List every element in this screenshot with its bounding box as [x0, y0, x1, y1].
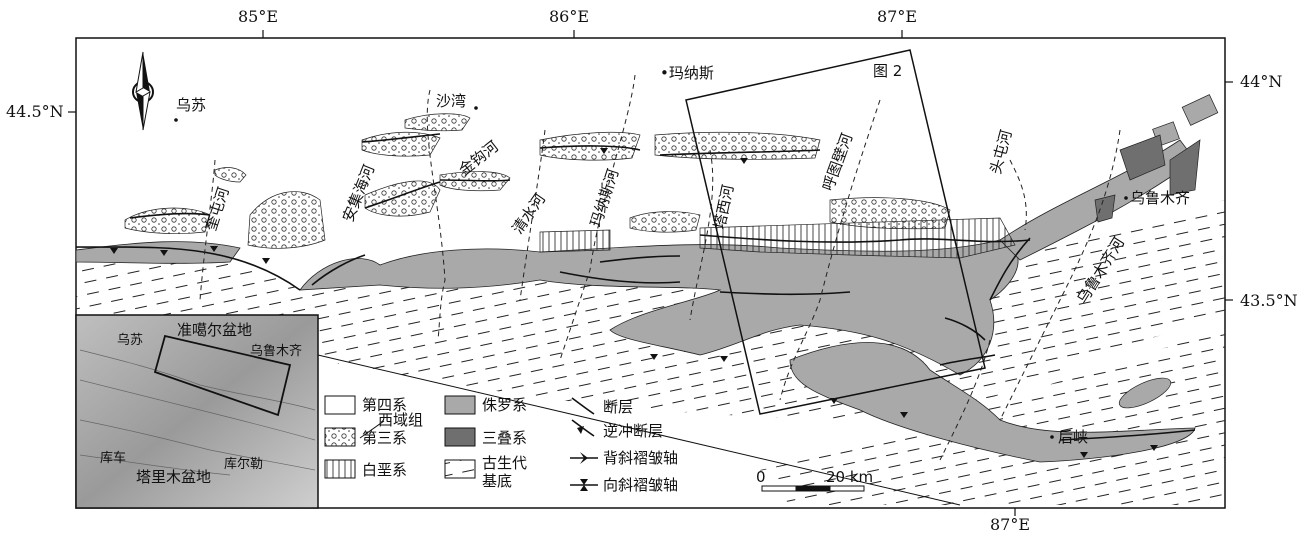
place-shawan: 沙湾 [436, 92, 466, 110]
inset-relief-texture [79, 349, 316, 476]
unit-jurassic-oval [1118, 377, 1172, 409]
inset-map [75, 314, 319, 509]
place-urumqi: 乌鲁木齐 [1130, 189, 1190, 207]
coord-44n: 44°N [1240, 72, 1282, 91]
north-arrow-icon [132, 51, 154, 131]
coord-44-5n: 44.5°N [6, 102, 64, 121]
place-houxia: 后峡 [1058, 428, 1088, 446]
scale-zero: 0 [756, 468, 766, 486]
rivers [199, 74, 1121, 461]
coord-85e: 85°E [238, 7, 278, 26]
unit-tertiary-group [124, 113, 951, 249]
inset-connector-2 [317, 354, 961, 506]
legend-thrust: 逆冲断层 [603, 422, 663, 440]
thrust-teeth [110, 148, 1158, 458]
legend-cretaceous: 白垩系 [362, 461, 407, 479]
inset-junggar: 准噶尔盆地 [177, 321, 252, 339]
legend [324, 395, 598, 491]
legend-jurassic: 侏罗系 [482, 396, 527, 414]
inset-tarim: 塔里木盆地 [136, 468, 211, 486]
inset-study-area [153, 334, 292, 417]
coord-86e: 86°E [549, 7, 589, 26]
inset-urumqi: 乌鲁木齐 [250, 343, 302, 359]
structure-lines [75, 133, 1196, 441]
scale-end: 20 km [826, 468, 873, 486]
unit-jurassic-block2 [1181, 94, 1219, 126]
legend-triassic: 三叠系 [482, 429, 527, 447]
unit-paleozoic [76, 200, 1225, 419]
unit-triassic [1094, 134, 1201, 223]
coord-43-5n: 43.5°N [1240, 291, 1298, 310]
scale-bar [761, 485, 865, 492]
legend-paleozoic-1: 古生代 [482, 454, 527, 472]
coord-87e-bottom: 87°E [990, 515, 1030, 534]
coord-ticks [68, 30, 1233, 516]
legend-tertiary: 第三系 [362, 429, 407, 447]
unit-jurassic-se [789, 342, 1196, 463]
coord-87e: 87°E [877, 7, 917, 26]
legend-fault: 断层 [603, 398, 633, 416]
legend-quaternary: 第四系 [362, 396, 407, 414]
figure-2-label: 图 2 [873, 62, 902, 80]
inset-kuerle: 库尔勒 [224, 456, 263, 472]
place-wusu: 乌苏 [176, 96, 206, 114]
legend-anticline: 背斜褶皱轴 [603, 449, 678, 467]
legend-paleozoic-2: 基底 [482, 472, 512, 490]
legend-syncline: 向斜褶皱轴 [603, 476, 678, 494]
inset-kuche: 库车 [100, 450, 126, 466]
legend-xiyu: 西域组 [378, 411, 423, 429]
figure-2-box [685, 49, 986, 415]
place-manasi: •玛纳斯 [660, 64, 714, 82]
inset-wusu: 乌苏 [117, 332, 143, 348]
